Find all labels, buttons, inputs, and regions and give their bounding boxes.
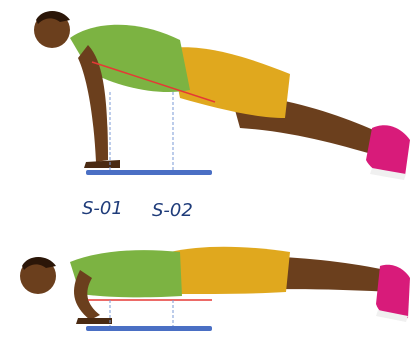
push-up-low-position — [20, 247, 410, 331]
sensor-label-s01: S-01 — [82, 198, 123, 219]
sensor-label-s02: S-02 — [152, 200, 193, 221]
sensor-plate-top — [86, 170, 212, 175]
push-up-high-position — [34, 11, 410, 180]
shorts-bottom — [170, 247, 290, 294]
sensor-plate-bottom — [86, 326, 212, 331]
